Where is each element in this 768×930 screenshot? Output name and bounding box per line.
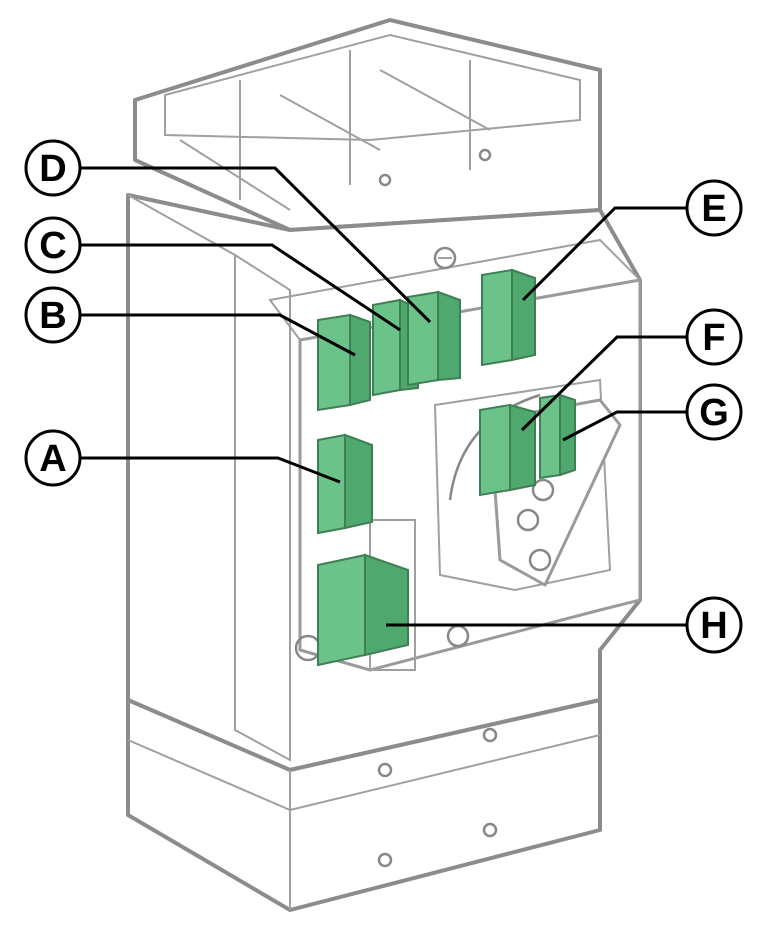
callout-h: H bbox=[685, 596, 743, 654]
callout-d: D bbox=[24, 139, 82, 197]
callout-label-h: H bbox=[700, 605, 727, 647]
leader-e bbox=[521, 206, 688, 302]
accessory-e bbox=[481, 268, 536, 367]
accessory-g bbox=[539, 393, 576, 480]
callout-label-d: D bbox=[39, 148, 66, 190]
leader-lines bbox=[80, 166, 688, 627]
leader-c bbox=[80, 243, 401, 332]
leader-g bbox=[562, 410, 688, 442]
callout-e: E bbox=[685, 179, 743, 237]
callout-label-c: C bbox=[39, 225, 66, 267]
callout-f: F bbox=[685, 308, 743, 366]
callout-g: G bbox=[685, 383, 743, 441]
leader-f bbox=[520, 335, 688, 432]
leader-b bbox=[80, 313, 356, 357]
callout-label-a: A bbox=[39, 438, 66, 480]
accessory-f bbox=[479, 403, 536, 497]
callout-a: A bbox=[24, 429, 82, 487]
callout-label-e: E bbox=[701, 188, 726, 230]
bottom-terminal-shield bbox=[126, 698, 602, 912]
callout-c: C bbox=[24, 216, 82, 274]
accessory-b bbox=[317, 313, 371, 412]
accessory-a bbox=[317, 433, 373, 535]
top-terminal-shield bbox=[133, 18, 602, 232]
leader-d bbox=[80, 166, 432, 324]
callout-label-f: F bbox=[702, 317, 725, 359]
accessory-h bbox=[317, 553, 409, 667]
accessory-d bbox=[407, 290, 461, 387]
callout-b: B bbox=[24, 286, 82, 344]
callout-label-g: G bbox=[699, 392, 729, 434]
callout-label-b: B bbox=[39, 295, 66, 337]
leader-a bbox=[80, 456, 341, 484]
